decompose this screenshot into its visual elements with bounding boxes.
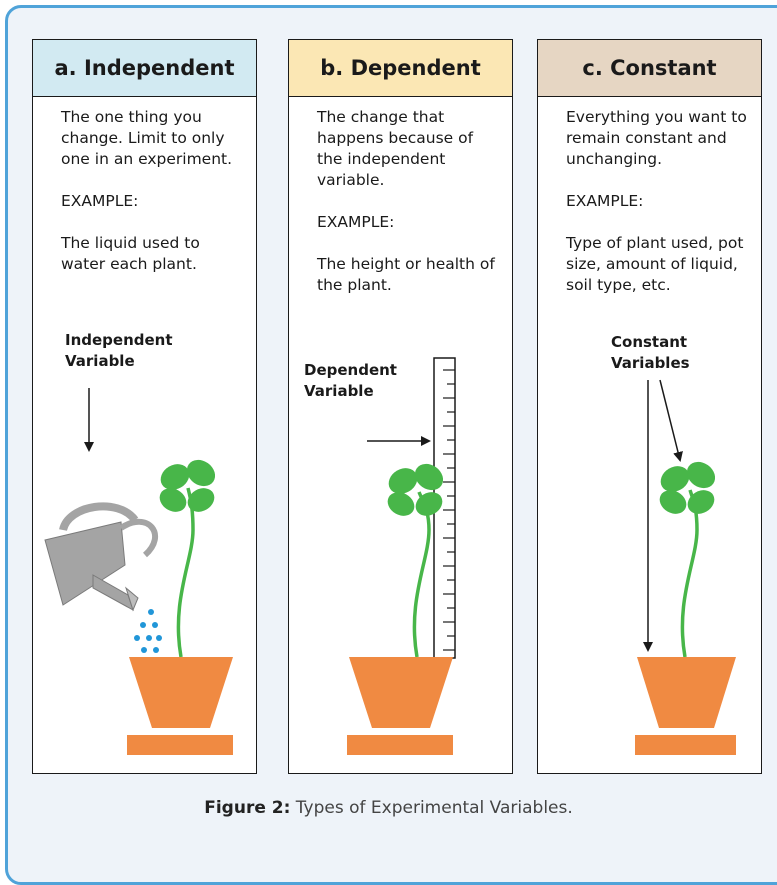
panel-dependent: b. Dependent The change that happens bec…	[288, 39, 513, 774]
flower-pot-icon	[635, 657, 736, 755]
flower-pot-icon	[127, 657, 233, 755]
plant-icon	[655, 457, 720, 657]
flower-pot-icon	[347, 657, 453, 755]
figure-caption: Figure 2: Types of Experimental Variable…	[0, 798, 777, 818]
arrow-icon	[660, 380, 680, 460]
illustration	[538, 40, 762, 774]
caption-label: Figure 2:	[204, 798, 290, 818]
caption-text: Types of Experimental Variables.	[290, 798, 572, 818]
plant-icon	[155, 455, 220, 657]
panel-constant: c. Constant Everything you want to remai…	[537, 39, 762, 774]
illustration	[33, 40, 257, 774]
panel-independent: a. Independent The one thing you change.…	[32, 39, 257, 774]
illustration	[289, 40, 513, 774]
watering-can-icon	[45, 506, 155, 610]
water-drops-icon	[134, 609, 162, 653]
